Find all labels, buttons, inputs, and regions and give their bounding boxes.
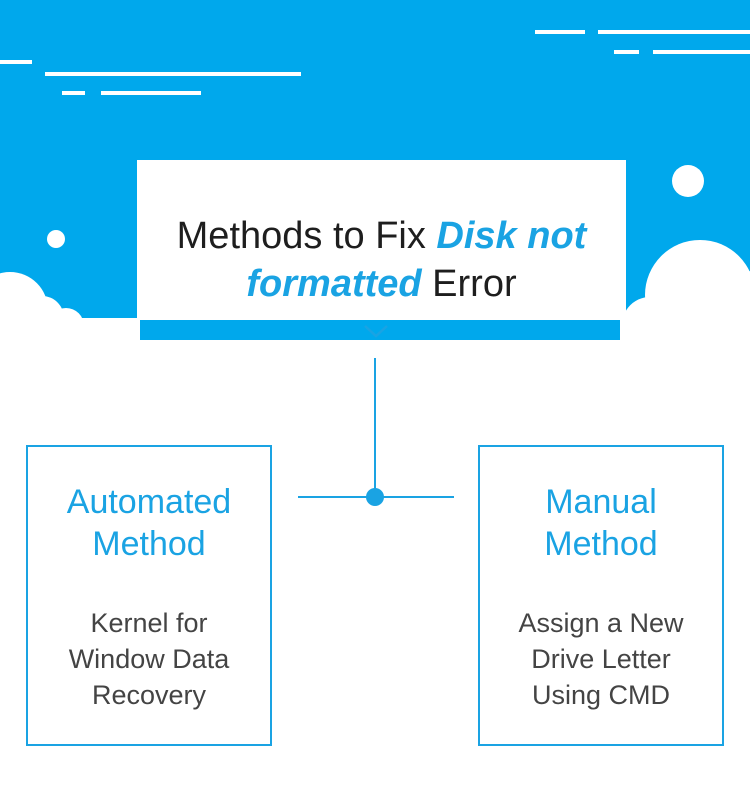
method-desc-line: Window Data: [68, 644, 230, 674]
method-description: Assign a New Drive Letter Using CMD: [490, 605, 712, 713]
title-line-2: formatted Error: [137, 260, 626, 308]
sky-dot: [47, 230, 65, 248]
method-card-automated: Automated Method Kernel for Window Data …: [26, 445, 272, 746]
title-prefix: Methods to Fix: [176, 215, 437, 257]
title-line-1: Methods to Fix Disk not: [137, 212, 626, 260]
method-title: Manual Method: [480, 481, 722, 565]
method-desc-line: Assign a New: [518, 608, 684, 638]
cloud-left: [0, 272, 140, 358]
sky-streaks: [0, 30, 750, 95]
method-desc-line: Recovery: [91, 680, 207, 710]
title-highlight-1: Disk not: [436, 215, 587, 257]
title-highlight-2: formatted: [246, 263, 422, 305]
method-desc-line: Drive Letter: [531, 644, 671, 674]
method-title-line: Method: [544, 525, 658, 563]
junction-dot: [366, 488, 384, 506]
method-desc-line: Kernel for: [90, 608, 208, 638]
method-title-line: Method: [92, 525, 206, 563]
title-suffix: Error: [421, 263, 517, 305]
method-description: Kernel for Window Data Recovery: [38, 605, 260, 713]
method-card-manual: Manual Method Assign a New Drive Letter …: [478, 445, 724, 746]
sky-dot: [672, 165, 704, 197]
method-title: Automated Method: [28, 481, 270, 565]
method-title-line: Automated: [66, 483, 232, 521]
title-card: Methods to Fix Disk not formatted Error: [137, 160, 626, 320]
chevron-down-icon: [364, 325, 388, 338]
cloud-right: [620, 240, 750, 358]
method-title-line: Manual: [545, 483, 657, 521]
method-desc-line: Using CMD: [531, 680, 671, 710]
